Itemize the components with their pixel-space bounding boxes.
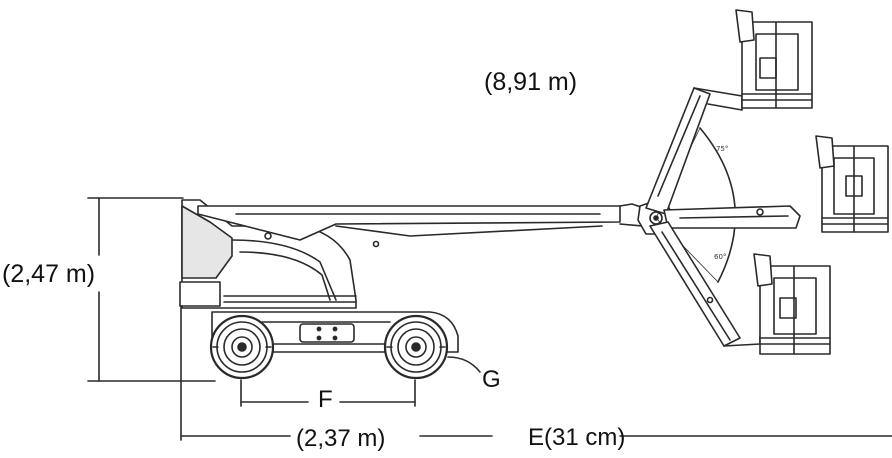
length-dimension: [180, 299, 892, 441]
height-dimension: [87, 197, 216, 382]
stowed-height-label: (2,47 m): [2, 260, 96, 288]
ground-clearance-label: E(31 cm): [528, 424, 626, 451]
upper-platform: [735, 9, 813, 109]
lower-angle-label: 60°: [714, 253, 727, 261]
wheelbase-dimension: [240, 379, 416, 407]
wheel-leader-line: [447, 356, 481, 373]
main-boom: [197, 203, 645, 248]
overall-length-label: (2,37 m): [296, 425, 386, 452]
front-wheel: [383, 314, 449, 380]
upper-jib: [645, 87, 743, 215]
upper-angle-label: 75°: [716, 145, 729, 153]
angle-arc: [699, 127, 737, 283]
middle-jib: [663, 205, 801, 229]
lower-platform: [753, 253, 831, 355]
reach-height-label: (8,91 m): [484, 68, 578, 96]
middle-platform: [815, 135, 889, 233]
rear-wheel: [209, 314, 275, 380]
wheelbase-letter-label: F: [318, 386, 333, 413]
lower-jib: [649, 221, 761, 347]
wheel-letter-label: G: [482, 366, 501, 393]
